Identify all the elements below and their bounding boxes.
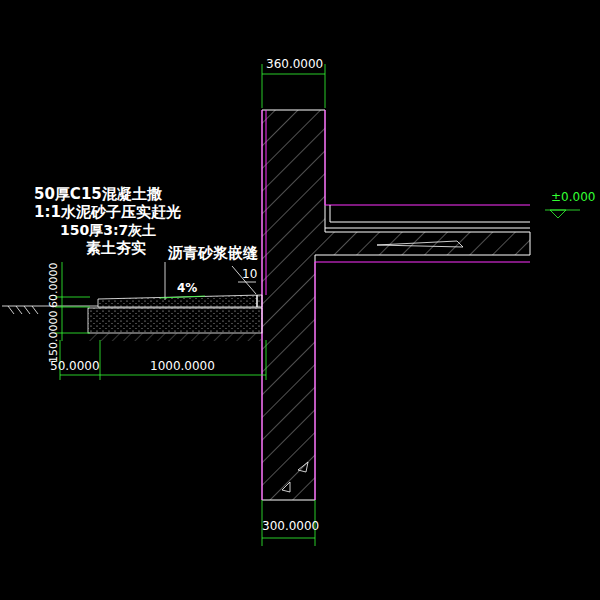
- wall: [262, 110, 530, 500]
- dimension-text: 1000.0000: [150, 360, 215, 373]
- leaders: [160, 262, 256, 300]
- dimension-text: 10: [242, 268, 257, 281]
- dimension-text: 60.0000: [48, 262, 60, 308]
- dimensions: [55, 64, 580, 546]
- finish-lines: [262, 110, 530, 500]
- dimension-text: 300.0000: [262, 520, 319, 533]
- material-note: 50厚C15混凝土撒: [34, 186, 162, 203]
- dimension-text: 50.0000: [50, 360, 100, 373]
- elevation-mark: ±0.000: [551, 191, 595, 204]
- joint-note: 沥青砂浆嵌缝: [168, 245, 258, 262]
- dimension-text: 360.0000: [266, 58, 323, 71]
- apron: [88, 295, 262, 341]
- material-note: 1:1水泥砂子压实赶光: [34, 204, 181, 221]
- material-note: 素土夯实: [86, 240, 146, 257]
- slope-text: 4%: [177, 282, 197, 295]
- dimension-text: 150.0000: [48, 311, 60, 364]
- material-note: 150厚3:7灰土: [60, 223, 156, 238]
